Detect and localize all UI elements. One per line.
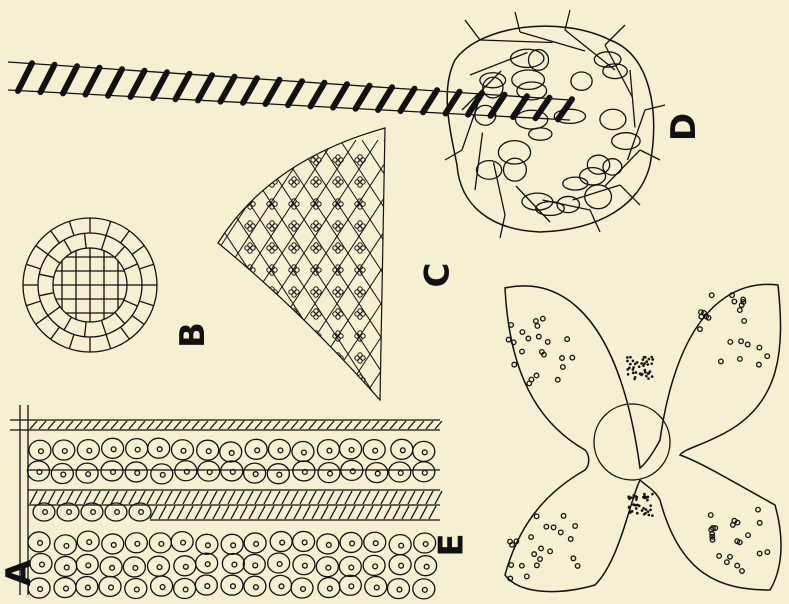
figure-label-d: D	[667, 113, 701, 141]
figure-label-b: B	[176, 322, 210, 348]
figure-label-c: C	[420, 263, 454, 288]
figure-c-drawing	[10, 128, 620, 400]
figure-b-drawing	[23, 218, 157, 352]
figure-a-drawing	[10, 405, 442, 599]
figure-label-e: E	[435, 533, 469, 556]
figure-e-drawing	[505, 284, 781, 591]
figure-label-a: A	[2, 560, 36, 586]
